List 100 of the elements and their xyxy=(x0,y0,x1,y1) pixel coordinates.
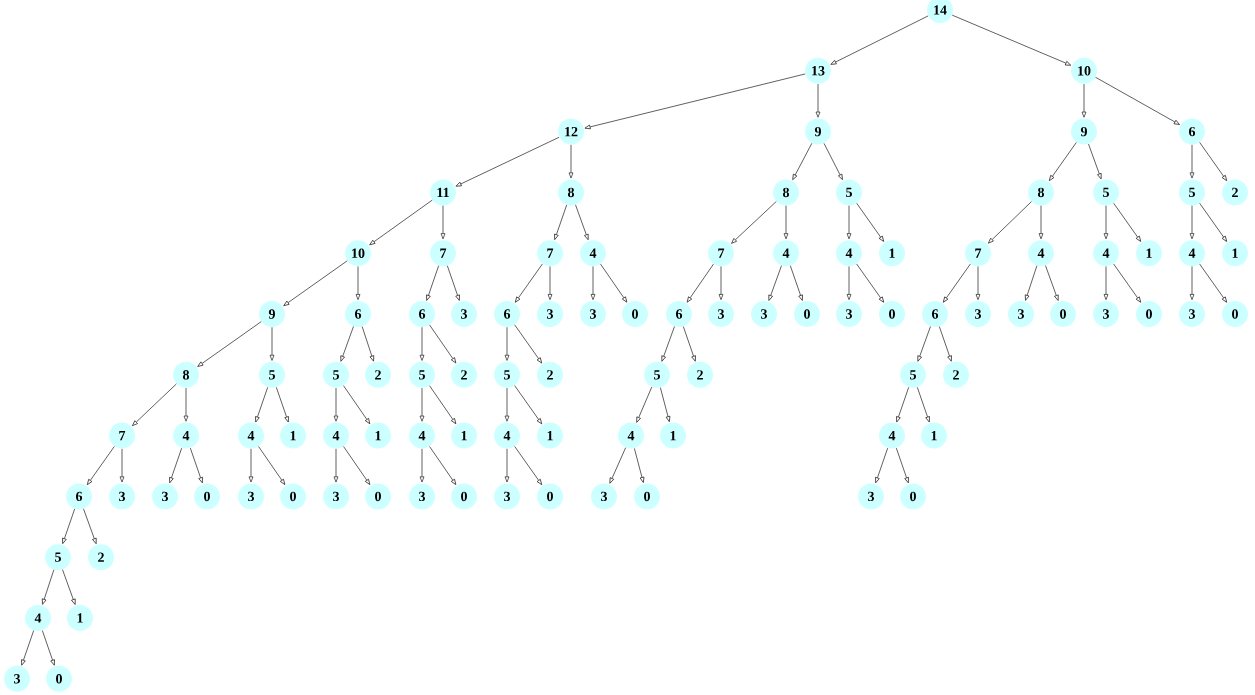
tree-node: 4 xyxy=(618,422,644,449)
arrow xyxy=(514,385,543,425)
arrow xyxy=(1189,144,1195,179)
tree-node: 6 xyxy=(345,301,371,327)
arrow xyxy=(1024,265,1038,301)
tree-node: 3 xyxy=(965,301,991,327)
tree-node: 3 xyxy=(494,483,520,510)
arrow xyxy=(86,446,115,486)
tree-node: 6 xyxy=(494,301,520,327)
arrow xyxy=(916,386,930,423)
tree-node: 0 xyxy=(1050,301,1076,327)
tree-node: 4 xyxy=(173,422,199,449)
tree-node: 4 xyxy=(238,422,264,449)
tree-node: 3 xyxy=(323,483,349,510)
arrow xyxy=(132,383,177,427)
arrow xyxy=(938,326,952,362)
arrow xyxy=(1199,202,1228,242)
tree-node: 3 xyxy=(836,301,862,327)
tree-node: 1 xyxy=(365,422,391,449)
tree-node: 4 xyxy=(323,422,349,449)
arrow xyxy=(504,448,510,483)
tree-node: 0 xyxy=(794,301,820,327)
tree-node: 3 xyxy=(109,483,135,510)
arrow xyxy=(504,326,510,361)
tree-node: 5 xyxy=(494,361,520,388)
tree-node: 3 xyxy=(580,301,606,327)
arrow xyxy=(355,266,361,300)
tree-node: 4 xyxy=(879,422,905,449)
arrow xyxy=(823,143,843,180)
arrow xyxy=(718,266,724,300)
tree-node: 12 xyxy=(558,118,584,145)
tree-node: 0 xyxy=(194,483,220,510)
tree-node: 1 xyxy=(451,422,477,449)
arrow xyxy=(609,447,626,484)
tree-node: 0 xyxy=(451,483,477,510)
arrow xyxy=(429,446,457,485)
tree-node: 0 xyxy=(46,665,72,692)
arrow xyxy=(1103,266,1109,300)
tree-node: 7 xyxy=(109,422,135,449)
arrow xyxy=(856,263,885,303)
tree-node: 2 xyxy=(451,361,477,388)
tree-node: 5 xyxy=(644,361,670,388)
arrow xyxy=(686,263,714,303)
arrow xyxy=(951,14,1072,66)
arrow xyxy=(258,446,286,485)
tree-node: 5 xyxy=(259,361,285,388)
tree-node: 5 xyxy=(409,361,435,388)
arrow xyxy=(1113,263,1142,303)
tree-node: 8 xyxy=(173,361,199,388)
arrow xyxy=(661,326,675,362)
tree-node: 6 xyxy=(922,301,948,327)
tree-node: 3 xyxy=(591,483,617,510)
arrow xyxy=(62,508,76,544)
tree-node: 1 xyxy=(660,422,686,449)
tree-node: 3 xyxy=(409,483,435,510)
tree-node: 10 xyxy=(345,240,371,267)
arrow xyxy=(440,205,446,240)
tree-node: 7 xyxy=(708,240,734,267)
arrow xyxy=(815,83,821,118)
arrow xyxy=(41,569,55,605)
tree-node: 6 xyxy=(409,301,435,327)
arrow xyxy=(361,326,375,362)
arrow xyxy=(584,73,806,130)
tree-node: 3 xyxy=(4,665,30,692)
tree-node: 0 xyxy=(537,483,563,510)
tree-node: 3 xyxy=(751,301,777,327)
arrow xyxy=(333,387,339,422)
tree-node: 3 xyxy=(858,483,884,510)
arrow xyxy=(283,260,348,307)
arrow xyxy=(183,387,189,422)
arrow xyxy=(1189,205,1195,240)
tree-node: 4 xyxy=(773,240,799,267)
arrow xyxy=(429,324,457,364)
tree-node: 8 xyxy=(773,179,799,206)
tree-node: 2 xyxy=(943,361,969,388)
tree-node: 3 xyxy=(451,301,477,327)
arrow xyxy=(514,324,543,364)
arrow xyxy=(1199,142,1228,182)
tree-node: 7 xyxy=(430,240,456,267)
tree-node: 0 xyxy=(365,483,391,510)
arrow xyxy=(197,321,262,367)
tree-node: 2 xyxy=(537,361,563,388)
tree-node: 5 xyxy=(1179,179,1205,206)
arrow xyxy=(547,266,553,300)
arrow xyxy=(846,266,852,300)
arrow xyxy=(975,266,981,300)
arrow xyxy=(600,263,628,303)
arrow xyxy=(731,201,777,244)
arrow xyxy=(455,136,560,187)
arrow xyxy=(426,265,440,301)
tree-node: 3 xyxy=(1179,301,1205,327)
tree-node: 10 xyxy=(1071,57,1097,84)
tree-node: 1 xyxy=(879,240,905,267)
arrow xyxy=(343,385,371,425)
arrow xyxy=(514,446,543,486)
tree-node: 5 xyxy=(900,361,926,388)
tree-node: 0 xyxy=(1222,301,1248,327)
arrow xyxy=(792,142,813,181)
arrow xyxy=(419,387,425,422)
tree-node: 5 xyxy=(1093,179,1119,206)
